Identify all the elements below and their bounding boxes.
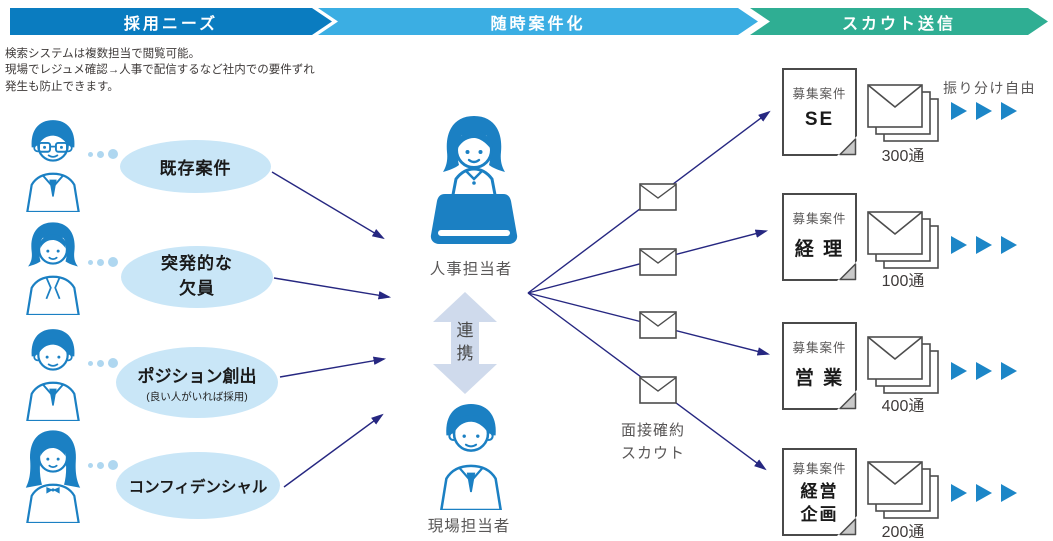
link-double-arrow: 連 携: [433, 292, 497, 394]
person-icon-man-glasses: [16, 115, 90, 217]
envelope-icon: [639, 248, 677, 276]
job-posting-doc-accounting: 募集案件 経 理: [782, 193, 857, 281]
banner-scout-send-label: スカウト送信: [841, 15, 956, 33]
banner-recruit-needs: 採用ニーズ: [10, 8, 332, 35]
interview-scout-label: 面接確約 スカウト: [621, 422, 686, 463]
person-icon-field-man: [428, 398, 514, 515]
person-icon-young-man: [16, 324, 90, 426]
thought-dots-icon: [88, 358, 118, 368]
envelope-stack-icon: [867, 211, 939, 274]
need-bubble-sudden-vacancy-label: 突発的な 欠員: [161, 254, 233, 298]
note-text: 検索システムは複数担当で閲覧可能。 現場でレジュメ確認→人事で配信するなど社内で…: [5, 48, 315, 93]
scout-count: 300通: [881, 148, 925, 165]
scout-count: 400通: [881, 398, 925, 415]
thought-dots-icon: [88, 257, 118, 267]
forward-triangles-icon: [951, 102, 1017, 120]
scout-count: 100通: [881, 273, 925, 290]
scout-count: 200通: [881, 524, 925, 541]
doc-role: SE: [804, 109, 835, 130]
thought-dots-icon: [88, 460, 118, 470]
forward-triangles-icon: [951, 484, 1017, 502]
doc-role: 経 理: [794, 239, 845, 260]
doc-role: 営 業: [794, 368, 845, 389]
hr-person-label: 人事担当者: [429, 261, 513, 278]
envelope-icon: [639, 311, 677, 339]
person-icon-woman-long-hair: [16, 426, 90, 528]
doc-title: 募集案件: [792, 462, 847, 476]
envelope-stack-icon: [867, 84, 939, 147]
forward-triangles-icon: [951, 362, 1017, 380]
doc-title: 募集案件: [792, 212, 847, 226]
envelope-stack-icon: [867, 336, 939, 399]
double-arrow-icon: [433, 292, 497, 394]
need-bubble-confidential: コンフィデンシャル: [116, 452, 280, 519]
page-fold-icon: [837, 261, 857, 281]
need-bubble-sudden-vacancy: 突発的な 欠員: [121, 246, 273, 308]
person-icon-woman-bob: [16, 218, 90, 320]
thought-dots-icon: [88, 149, 118, 159]
doc-role: 経営 企画: [800, 482, 839, 524]
need-bubble-existing-label: 既存案件: [159, 159, 232, 178]
need-bubble-position-creation: ポジション創出 (良い人がいれば採用): [116, 347, 278, 418]
need-bubble-confidential-label: コンフィデンシャル: [128, 478, 268, 496]
page-fold-icon: [837, 516, 857, 536]
job-posting-doc-se: 募集案件 SE: [782, 68, 857, 156]
banner-case-creation: 随時案件化: [318, 8, 758, 35]
page-fold-icon: [837, 136, 857, 156]
free-sort-label: 振り分け自由: [943, 80, 1036, 96]
job-posting-doc-sales: 募集案件 営 業: [782, 322, 857, 410]
envelope-icon: [639, 183, 677, 211]
envelope-stack-icon: [867, 461, 939, 524]
doc-title: 募集案件: [792, 341, 847, 355]
page-fold-icon: [837, 390, 857, 410]
banner-case-creation-label: 随時案件化: [490, 15, 586, 33]
need-bubble-position-creation-sub: (良い人がいれば採用): [146, 390, 248, 403]
doc-title: 募集案件: [792, 87, 847, 101]
job-posting-doc-corporate-planning: 募集案件 経営 企画: [782, 448, 857, 536]
banner-scout-send: スカウト送信: [750, 8, 1048, 35]
envelope-icon: [639, 376, 677, 404]
person-icon-hr-woman-laptop: [423, 112, 525, 262]
link-label: 連 携: [456, 321, 474, 363]
field-person-label: 現場担当者: [427, 518, 511, 535]
need-bubble-existing: 既存案件: [120, 140, 271, 193]
forward-triangles-icon: [951, 236, 1017, 254]
need-bubble-position-creation-label: ポジション創出: [137, 366, 257, 386]
banner-recruit-needs-label: 採用ニーズ: [123, 15, 219, 33]
